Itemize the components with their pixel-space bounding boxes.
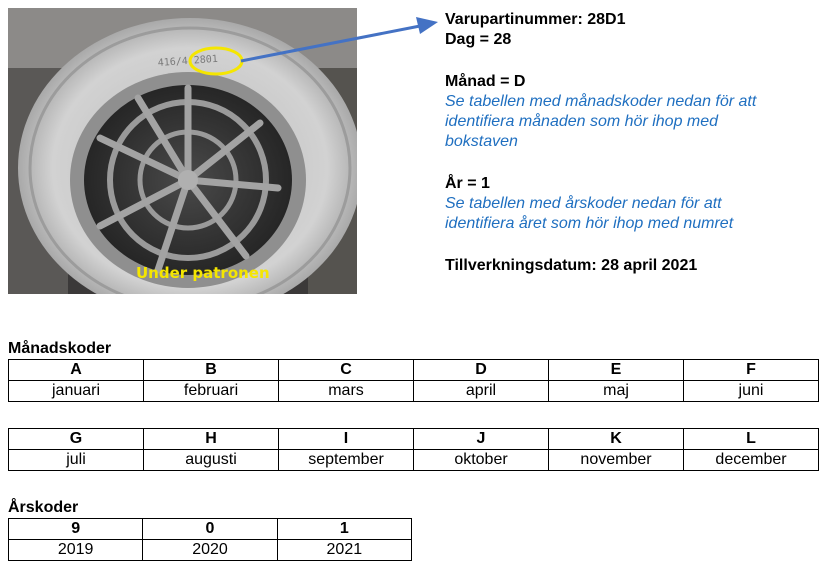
month-name-cell: januari: [8, 380, 144, 402]
year-value-cell: 2020: [142, 539, 278, 561]
month-name-cell: november: [548, 449, 684, 471]
year-code-cell: 9: [7, 518, 144, 540]
month-name-cell: april: [413, 380, 549, 402]
month-name-cell: oktober: [413, 449, 549, 471]
month-code-cell: J: [413, 428, 549, 450]
year-hint-line: Se tabellen med årskoder nedan för att: [445, 195, 722, 212]
year-code-cell: 0: [142, 518, 278, 540]
month-code-cell: K: [548, 428, 684, 450]
month-code-cell: C: [278, 359, 414, 381]
month-code-cell: E: [548, 359, 684, 381]
month-name-cell: september: [278, 449, 414, 471]
month-code-cell: G: [8, 428, 144, 450]
year-value-cell: 2019: [7, 539, 144, 561]
month-hint-line: identifiera månaden som hör ihop med: [445, 113, 719, 130]
cartridge-photo: 416/4 2801 Under patronen: [8, 8, 357, 294]
month-name-cell: juni: [683, 380, 819, 402]
month-codes-title: Månadskoder: [8, 340, 112, 357]
month-hint-line: Se tabellen med månadskoder nedan för at…: [445, 93, 757, 110]
month-code-cell: F: [683, 359, 819, 381]
month-name-cell: juli: [8, 449, 144, 471]
year-code-cell: 1: [276, 518, 413, 540]
month-name-cell: maj: [548, 380, 684, 402]
month-name-cell: mars: [278, 380, 414, 402]
month-codes-table-1: A B C D E F januari februari mars april …: [8, 359, 819, 402]
batch-stamp: 416/4 2801: [157, 54, 218, 69]
year-line: År = 1: [445, 175, 490, 192]
month-code-cell: B: [143, 359, 279, 381]
month-code-cell: A: [8, 359, 144, 381]
year-codes-title: Årskoder: [8, 499, 79, 516]
cartridge-illustration: 416/4 2801: [8, 8, 357, 294]
month-hint-line: bokstaven: [445, 133, 518, 150]
manufacture-date-line: Tillverkningsdatum: 28 april 2021: [445, 257, 698, 274]
month-line: Månad = D: [445, 73, 526, 90]
code-explanation: Varupartinummer: 28D1 Dag = 28 Månad = D…: [445, 10, 825, 276]
month-code-cell: L: [683, 428, 819, 450]
month-code-cell: H: [143, 428, 279, 450]
month-code-cell: D: [413, 359, 549, 381]
month-name-cell: februari: [143, 380, 279, 402]
year-hint-line: identifiera året som hör ihop med numret: [445, 215, 734, 232]
month-codes-table-2: G H I J K L juli augusti september oktob…: [8, 428, 819, 471]
month-code-cell: I: [278, 428, 414, 450]
batch-number-line: Varupartinummer: 28D1: [445, 11, 626, 28]
month-name-cell: augusti: [143, 449, 279, 471]
day-line: Dag = 28: [445, 31, 512, 48]
photo-caption: Under patronen: [136, 264, 270, 282]
year-value-cell: 2021: [276, 539, 413, 561]
month-name-cell: december: [683, 449, 819, 471]
year-codes-table: 9 0 1 2019 2020 2021: [7, 518, 413, 561]
